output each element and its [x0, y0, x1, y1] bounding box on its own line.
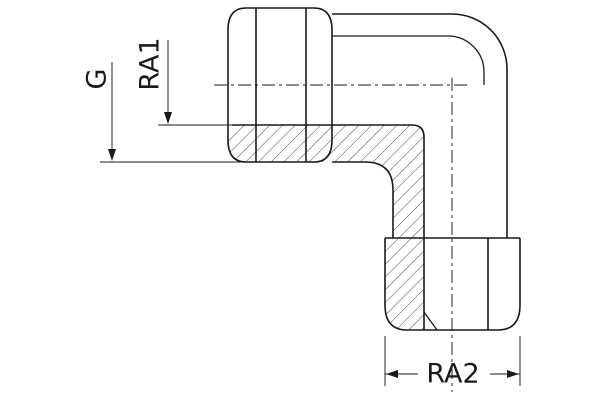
dimension-ra2: RA2 [384, 336, 521, 390]
port-inner-chamfer [423, 311, 438, 331]
bore-profile [232, 124, 425, 330]
body-inner-corner [332, 35, 485, 85]
g-arrowhead [108, 149, 116, 161]
ra2-arrowhead-left [386, 370, 398, 378]
label-ra1: RA1 [135, 37, 166, 90]
bottom-hex-outline [384, 238, 521, 331]
section-hatching [228, 125, 424, 330]
ra1-arrowhead [164, 112, 172, 124]
ra2-arrowhead-right [507, 370, 519, 378]
part-outline [227, 7, 521, 331]
label-ra2: RA2 [426, 359, 479, 390]
label-g: G [82, 69, 113, 90]
dimension-g: G [82, 62, 244, 163]
body-outer-profile [332, 13, 508, 238]
dimension-ra1: RA1 [135, 37, 232, 126]
hatched-cut-area [228, 125, 424, 330]
leg-transition-profile [332, 161, 394, 238]
stud-hex-outline [227, 7, 333, 163]
